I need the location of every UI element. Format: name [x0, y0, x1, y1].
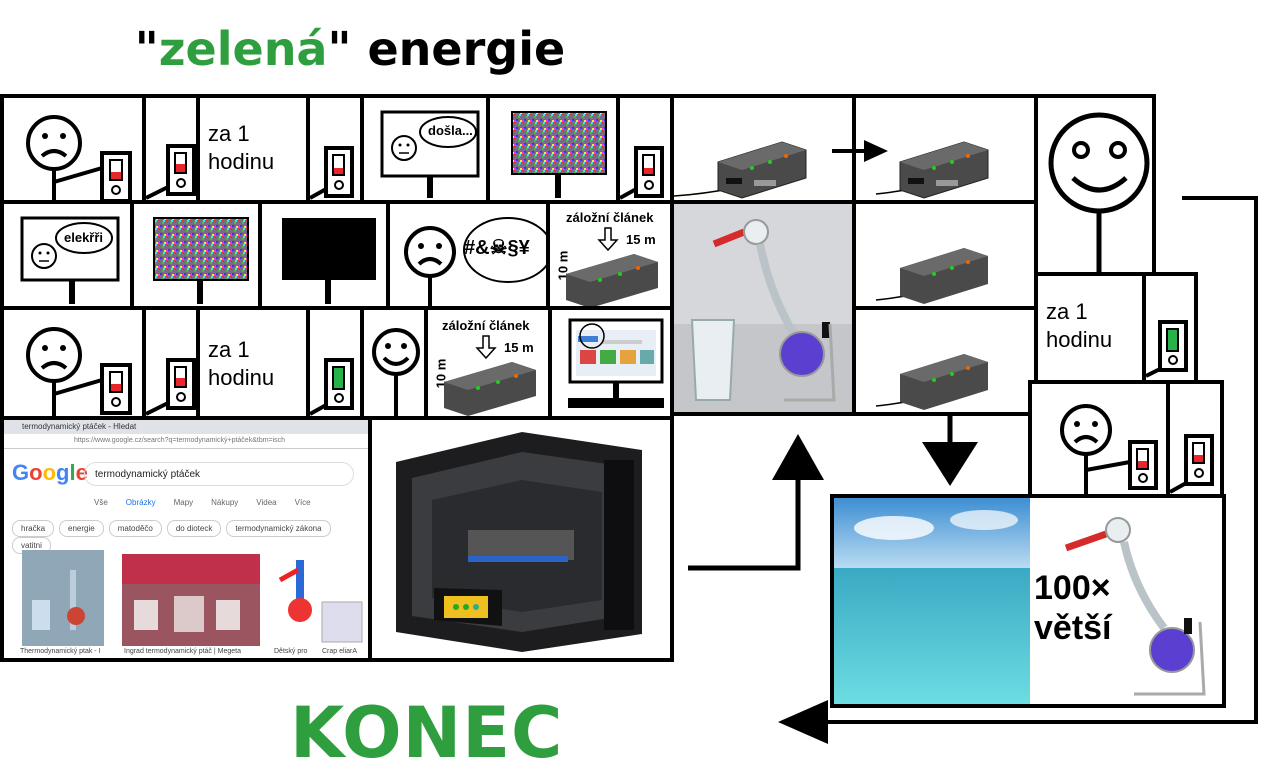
panel-ocean-bird: 100×větší [830, 494, 1226, 708]
panel-happy-small [360, 306, 428, 420]
drinking-bird-photo [674, 204, 852, 412]
panel-static-tv [486, 94, 620, 204]
arrow-right-icon [832, 140, 888, 162]
elekrri-text: elekřři [64, 230, 104, 245]
arrow-left-icon [778, 700, 828, 744]
panel-sad-phone-2 [0, 306, 146, 420]
3d-printer-icon [396, 432, 642, 652]
panel-powerbank-1 [670, 94, 856, 204]
chip[interactable]: do dioteck [166, 520, 222, 537]
chip[interactable]: energie [59, 520, 104, 537]
page-title: "zelená" energie [134, 22, 566, 76]
tab-shopping[interactable]: Nákupy [211, 498, 239, 507]
panel-happy-big [1034, 94, 1156, 276]
tab-maps[interactable]: Mapy [173, 498, 194, 507]
sad-stickman-icon [26, 115, 132, 200]
panel-black-tv [258, 200, 390, 310]
ocean-photo [834, 498, 1206, 704]
panel-drinking-bird [670, 200, 856, 416]
powerbank-icon [674, 141, 807, 199]
search-tabs: Vše Obrázky Mapy Nákupy Videa Více [94, 498, 329, 507]
tab-more[interactable]: Více [294, 498, 311, 507]
image-results[interactable] [4, 420, 372, 662]
browser-tab[interactable]: termodynamický ptáček - Hledat [4, 420, 368, 434]
panel-phone-3 [616, 94, 674, 204]
panel-powerbank-4 [852, 306, 1038, 416]
search-input[interactable]: termodynamický ptáček [84, 462, 354, 486]
computer-monitor-icon [568, 318, 664, 408]
times-text: 100× [1034, 569, 1111, 607]
panel-sad-phone [0, 94, 146, 204]
google-logo: Google [12, 460, 88, 485]
panel-static-tv-2 [130, 200, 262, 310]
panel-backup-battery-1: záložní článek 15 m 10 m [546, 200, 674, 310]
vetsi-text: větší [1034, 609, 1112, 647]
panel-google-search: termodynamický ptáček - Hledat https://w… [0, 416, 372, 662]
phone-battery-red-icon [100, 151, 132, 200]
panel-elekrri-sign: elekřři [0, 200, 134, 310]
chip[interactable]: matoděčo [108, 520, 162, 537]
panel-phone-2 [306, 94, 364, 204]
tab-videos[interactable]: Videa [256, 498, 277, 507]
tab-all[interactable]: Vše [94, 498, 108, 507]
panel-powerbank-3 [852, 200, 1038, 310]
happy-stickman-icon [1048, 112, 1150, 272]
tab-images[interactable]: Obrázky [125, 498, 156, 507]
panel-phone-hand [142, 94, 200, 204]
panel-sad-3 [1028, 380, 1170, 498]
konec-text: KONEC [290, 692, 564, 774]
panel-computer [548, 306, 674, 420]
arrow-down-icon [922, 442, 978, 486]
chip[interactable]: termodynamický zákona [226, 520, 331, 537]
panel-phone-green-2 [1142, 272, 1198, 384]
panel-phone-hand-2 [142, 306, 200, 420]
panel-backup-battery-2: záložní článek 15 m 10 m [424, 306, 552, 420]
panel-cursing: #&☠§¥ [386, 200, 550, 310]
panel-dosla-sign: došla... [360, 94, 490, 204]
panel-3d-printer [368, 416, 674, 662]
panel-phone-green [306, 306, 364, 420]
curse-text: #&☠§¥ [464, 237, 530, 259]
address-bar[interactable]: https://www.google.cz/search?q=termodyna… [4, 434, 368, 449]
dosla-text: došla... [428, 123, 473, 138]
arrow-up-icon [772, 434, 824, 480]
panel-phone-4 [1166, 380, 1224, 498]
